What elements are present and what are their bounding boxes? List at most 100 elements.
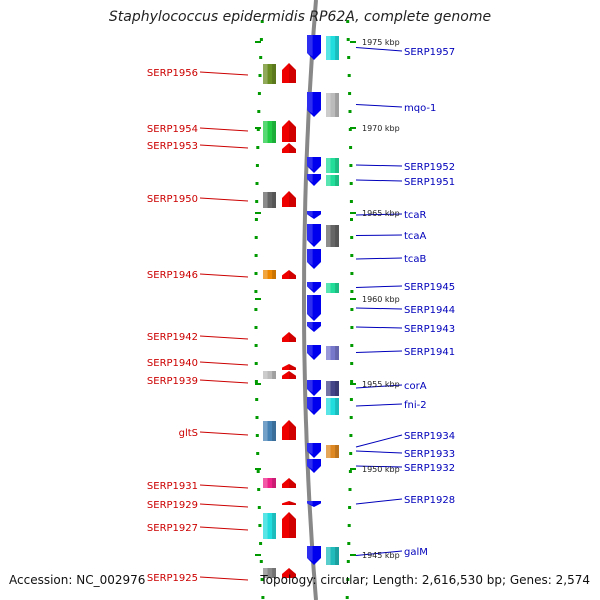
cog-box: [263, 64, 276, 84]
gene-arrow-shine: [307, 459, 313, 470]
gene-arrow-shine: [307, 282, 313, 290]
tick-mark: [347, 524, 351, 527]
gene-arrow-shine: [307, 322, 313, 329]
gene-arrow: [282, 478, 296, 488]
cog-box: [326, 158, 339, 173]
cog-box-shade: [335, 346, 339, 360]
gene-arrow: [282, 120, 296, 142]
label-leader: [355, 213, 403, 216]
cog-box: [326, 346, 339, 360]
cog-box-shade: [272, 568, 276, 578]
left-gene: SERP1950: [147, 191, 296, 208]
cog-box-body: [263, 568, 276, 578]
gene-arrow-shade: [289, 143, 296, 153]
gene-arrow-shade: [289, 501, 296, 505]
tick-mark: [257, 110, 261, 113]
left-gene: SERP1929: [147, 500, 296, 511]
tick-mark: [346, 578, 350, 581]
cog-box: [326, 398, 339, 415]
gene-arrow: [282, 501, 296, 505]
gene-arrow-shine: [307, 157, 313, 170]
cog-box-body: [326, 346, 339, 360]
cog-box: [263, 192, 276, 208]
gene-arrow-shade: [289, 63, 296, 83]
cog-box-shade: [272, 513, 276, 539]
gene-label: SERP1952: [404, 162, 455, 173]
cog-box-shine: [326, 381, 331, 396]
label-leader: [355, 234, 403, 236]
cog-box-shine: [263, 192, 268, 208]
cog-box-shine: [326, 158, 331, 173]
gene-label: SERP1934: [404, 431, 455, 442]
gene-arrow-shade: [289, 568, 296, 578]
cog-box-shade: [335, 36, 339, 60]
gene-label: SERP1925: [147, 573, 198, 584]
label-leader: [199, 576, 249, 581]
kbp-tick-left: [255, 127, 261, 129]
cog-box-shine: [326, 547, 331, 565]
right-gene: SERP1951: [307, 174, 455, 188]
gene-label: SERP1942: [147, 332, 198, 343]
cog-box: [263, 513, 276, 539]
cog-box-shine: [326, 225, 331, 247]
gene-label: mqo-1: [404, 103, 436, 114]
gene-label: tcaB: [404, 254, 427, 265]
gene-arrow: [307, 282, 321, 293]
tick-mark: [256, 128, 260, 131]
gene-arrow: [307, 322, 321, 332]
cog-box-shade: [272, 192, 276, 208]
left-gene: SERP1942: [147, 332, 296, 343]
kbp-label: 1960 kbp: [362, 295, 400, 304]
gene-arrow: [307, 35, 321, 60]
cog-box-body: [326, 283, 339, 293]
kbp-tick-right: [350, 554, 356, 556]
cog-box-shine: [326, 93, 331, 117]
gene-label: tcaR: [404, 210, 427, 221]
gene-arrow: [307, 546, 321, 565]
label-leader: [199, 503, 249, 508]
tick-mark: [256, 470, 260, 473]
cog-box-shade: [335, 93, 339, 117]
gene-arrow-shade: [289, 371, 296, 379]
gene-arrow-shade: [289, 512, 296, 538]
label-leader: [355, 104, 403, 108]
gene-label: SERP1956: [147, 68, 198, 79]
tick-mark: [350, 254, 354, 257]
cog-box-body: [263, 371, 276, 379]
gene-arrow: [282, 270, 296, 279]
cog-box-shade: [335, 547, 339, 565]
tick-mark: [348, 488, 352, 491]
gene-arrow-shine: [307, 249, 313, 266]
gene-label: SERP1932: [404, 463, 455, 474]
cog-box-body: [263, 513, 276, 539]
gene-arrow: [282, 191, 296, 207]
gene-arrow-shade: [289, 420, 296, 440]
gene-arrow: [307, 157, 321, 173]
tick-mark: [345, 596, 349, 599]
gene-label: SERP1953: [147, 141, 198, 152]
tick-mark: [350, 218, 353, 221]
cog-box-shine: [326, 36, 331, 60]
gene-arrow: [307, 501, 321, 507]
label-leader: [199, 144, 249, 149]
left-gene: SERP1927: [147, 512, 296, 539]
cog-box: [326, 547, 339, 565]
tick-mark: [255, 416, 259, 419]
tick-mark: [350, 308, 354, 311]
label-leader: [355, 164, 403, 167]
cog-box: [326, 225, 339, 247]
cog-box-shade: [272, 478, 276, 488]
gene-arrow-shade: [289, 364, 296, 370]
tick-mark: [258, 524, 262, 527]
tick-mark: [348, 110, 352, 113]
cog-box: [263, 421, 276, 441]
plus-strand-genes: SERP1956SERP1954SERP1953SERP1950SERP1946…: [147, 63, 296, 584]
left-gene: SERP1925: [147, 568, 296, 584]
cog-box-shine: [326, 445, 331, 458]
cog-box: [263, 478, 276, 488]
tick-mark: [349, 434, 353, 437]
cog-box-shine: [263, 513, 268, 539]
cog-box-shade: [335, 158, 339, 173]
cog-box: [263, 568, 276, 578]
